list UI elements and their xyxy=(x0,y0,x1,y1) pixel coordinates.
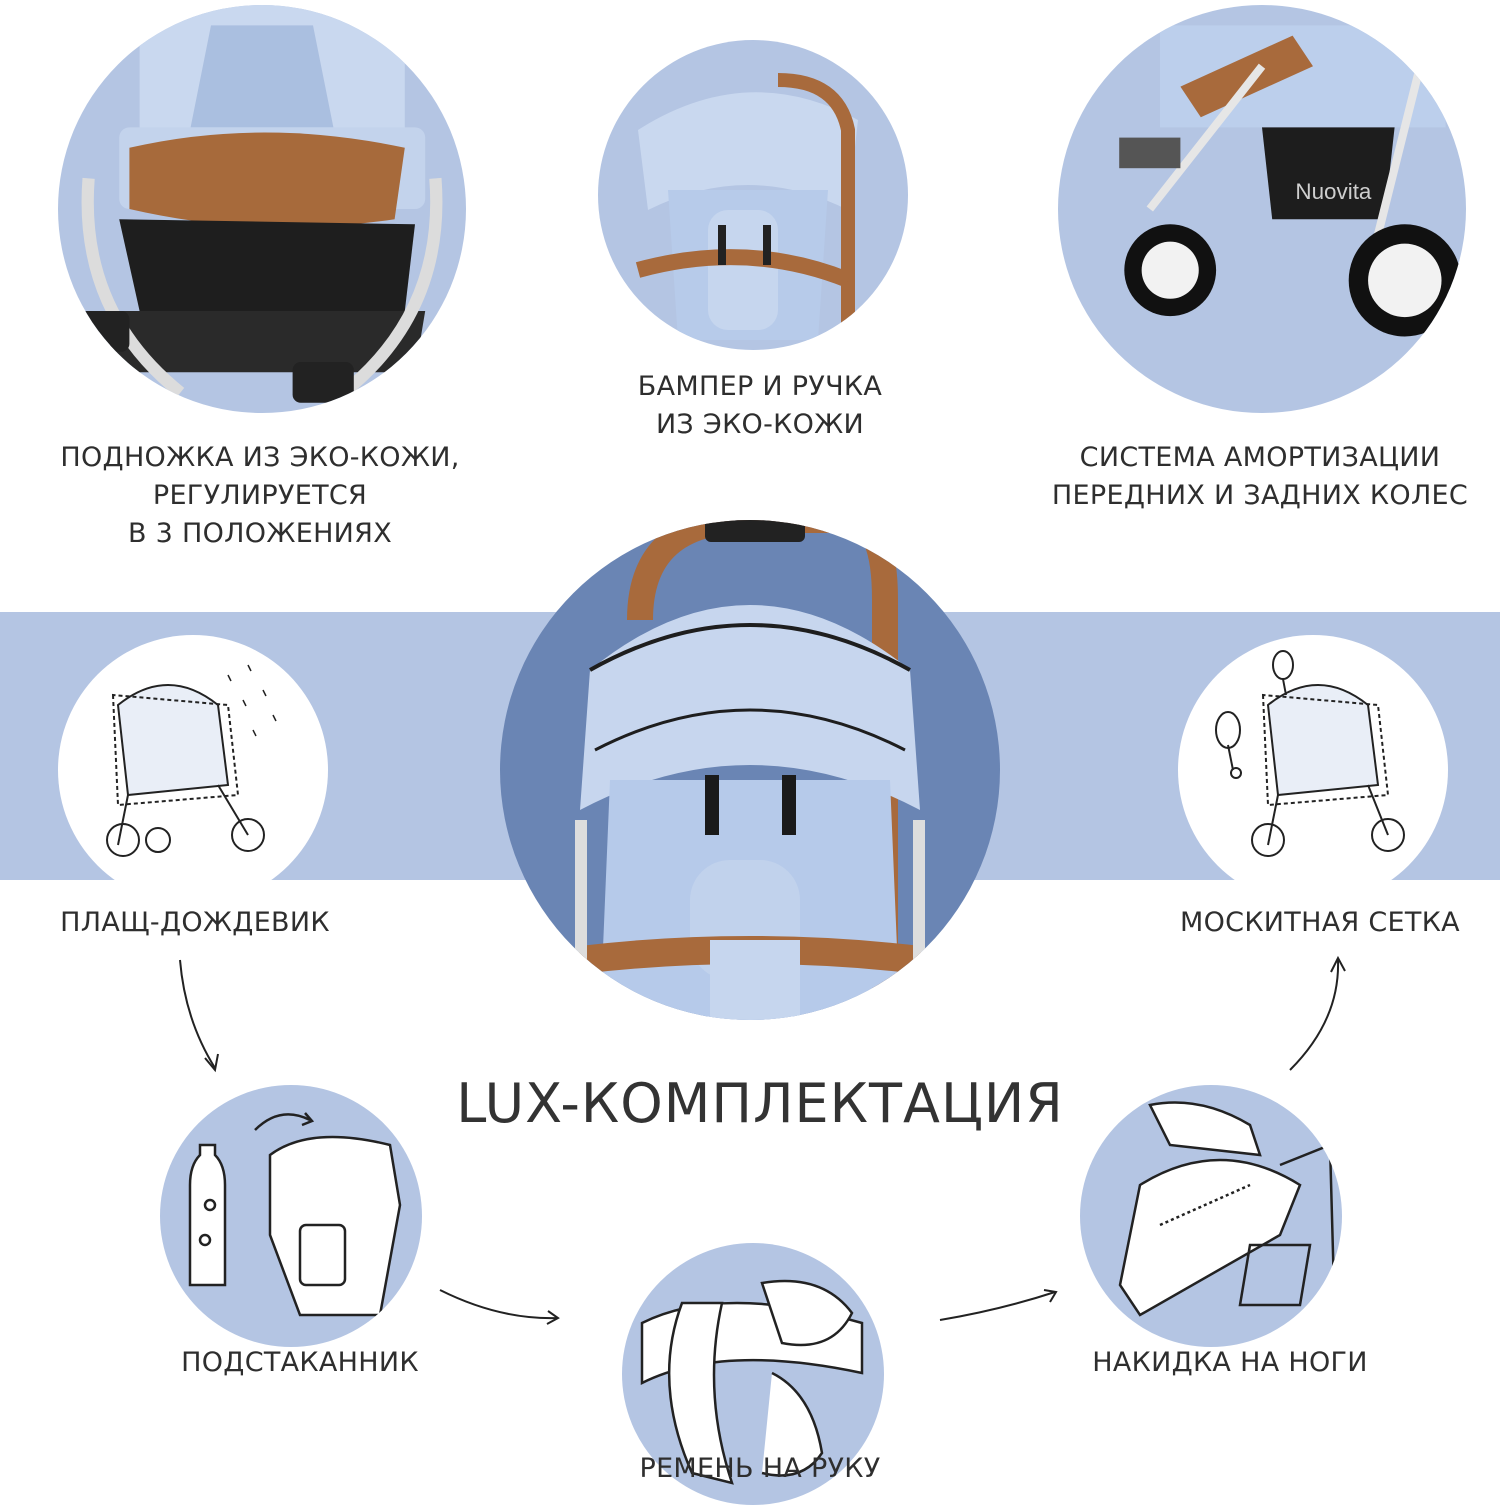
caption-footrest: ПОДНОЖКА ИЗ ЭКО-КОЖИ, РЕГУЛИРУЕТСЯ В 3 П… xyxy=(40,439,480,553)
arrow-raincover-to-cupholder xyxy=(179,959,216,1069)
arrow-footcover-to-mosquito xyxy=(1289,959,1340,1071)
brand-logo-text: Nuovita xyxy=(1295,179,1372,204)
arrow-strap-to-footcover xyxy=(939,1291,1056,1321)
caption-line: ПЛАЩ-ДОЖДЕВИК xyxy=(60,907,330,938)
mosquito-net-drawing xyxy=(1178,635,1448,905)
caption-line: ПОДНОЖКА ИЗ ЭКО-КОЖИ, xyxy=(60,442,460,473)
caption-mosquito: МОСКИТНАЯ СЕТКА xyxy=(1160,904,1480,942)
footcover-drawing xyxy=(1080,1085,1342,1347)
caption-line: В 3 ПОЛОЖЕНИЯХ xyxy=(127,518,393,549)
arrow-cupholder-to-strap xyxy=(439,1289,559,1320)
caption-bumper: БАМПЕР И РУЧКА ИЗ ЭКО-КОЖИ xyxy=(560,368,960,444)
caption-line: ИЗ ЭКО-КОЖИ xyxy=(655,409,865,440)
wheels-suspension-photo: Nuovita xyxy=(1058,5,1466,413)
caption-line: НАКИДКА НА НОГИ xyxy=(1092,1347,1368,1378)
raincover-drawing xyxy=(58,635,328,905)
caption-line: ПЕРЕДНИХ И ЗАДНИХ КОЛЕС xyxy=(1051,480,1469,511)
caption-line: МОСКИТНАЯ СЕТКА xyxy=(1180,907,1460,938)
cupholder-drawing xyxy=(160,1085,422,1347)
stroller-front-photo xyxy=(500,520,1000,1020)
caption-wriststrap: РЕМЕНЬ НА РУКУ xyxy=(600,1450,920,1488)
caption-raincover: ПЛАЩ-ДОЖДЕВИК xyxy=(40,904,350,942)
footrest-photo xyxy=(58,5,466,413)
wrist-strap-drawing xyxy=(622,1243,884,1505)
bumper-handle-photo xyxy=(598,40,908,350)
caption-line: ПОДСТАКАННИК xyxy=(181,1347,419,1378)
caption-line: РЕМЕНЬ НА РУКУ xyxy=(639,1453,881,1484)
caption-line: БАМПЕР И РУЧКА xyxy=(637,371,883,402)
page-title: LUX-КОМПЛЕКТАЦИЯ xyxy=(456,1072,1064,1135)
caption-footcover: НАКИДКА НА НОГИ xyxy=(1080,1344,1380,1382)
caption-line: РЕГУЛИРУЕТСЯ xyxy=(152,480,368,511)
caption-suspension: СИСТЕМА АМОРТИЗАЦИИ ПЕРЕДНИХ И ЗАДНИХ КО… xyxy=(1040,439,1480,515)
caption-cupholder: ПОДСТАКАННИК xyxy=(160,1344,440,1382)
caption-line: СИСТЕМА АМОРТИЗАЦИИ xyxy=(1079,442,1441,473)
